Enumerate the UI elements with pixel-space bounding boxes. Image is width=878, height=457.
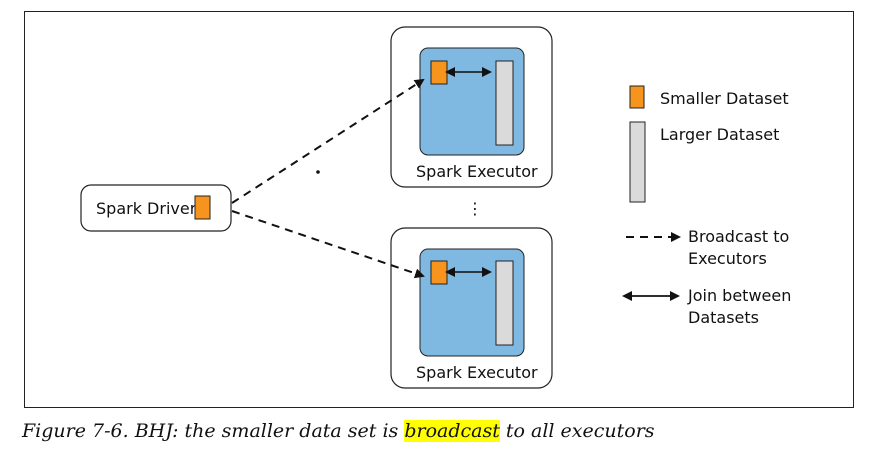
executor-ellipsis: ⋮ bbox=[467, 199, 483, 218]
legend-smaller-swatch bbox=[629, 85, 645, 109]
legend-broadcast-label-2: Executors bbox=[688, 249, 767, 268]
broadcast-arrow-2 bbox=[231, 210, 425, 279]
driver-smaller-dataset bbox=[194, 195, 211, 220]
executor-2-label: Spark Executor bbox=[416, 363, 538, 382]
stray-dot bbox=[316, 170, 320, 174]
legend-larger-swatch bbox=[629, 121, 646, 203]
broadcast-arrow-1 bbox=[231, 78, 425, 204]
executor-1-label: Spark Executor bbox=[416, 162, 538, 181]
bhj-diagram: Spark Driver Spark Executor Spark Execut… bbox=[24, 11, 854, 408]
figure-caption: Figure 7-6. BHJ: the smaller data set is… bbox=[22, 414, 862, 448]
legend-join-label-1: Join between bbox=[687, 286, 791, 305]
legend-broadcast-label-1: Broadcast to bbox=[688, 227, 789, 246]
executor-1-smaller-dataset bbox=[430, 60, 448, 85]
legend-smaller-label: Smaller Dataset bbox=[660, 89, 789, 108]
legend-larger-label: Larger Dataset bbox=[660, 125, 779, 144]
executor-2-larger-dataset bbox=[495, 260, 514, 346]
caption-highlight: broadcast bbox=[404, 420, 500, 442]
spark-executor-2: Spark Executor bbox=[390, 227, 553, 389]
spark-executor-1: Spark Executor bbox=[390, 26, 553, 188]
executor-1-larger-dataset bbox=[495, 60, 514, 146]
legend-join-label-2: Datasets bbox=[688, 308, 759, 327]
spark-driver: Spark Driver bbox=[80, 184, 232, 232]
executor-2-smaller-dataset bbox=[430, 260, 448, 285]
legend: Smaller Dataset Larger Dataset Broadcast… bbox=[622, 85, 791, 327]
spark-driver-label: Spark Driver bbox=[96, 199, 197, 218]
caption-prefix: Figure 7-6. BHJ: the smaller data set is bbox=[22, 420, 405, 442]
caption-suffix: to all executors bbox=[499, 420, 655, 442]
